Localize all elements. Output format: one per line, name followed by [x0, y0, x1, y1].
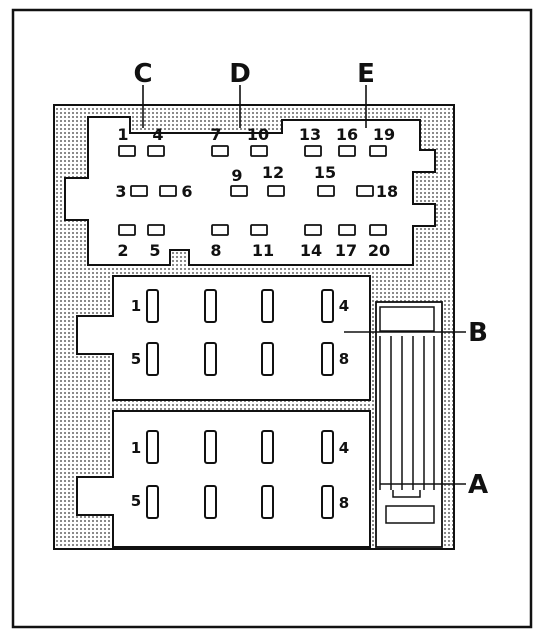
block-b-label-4: 4: [339, 297, 349, 315]
pin-label-6: 6: [181, 182, 192, 201]
pin-label-14: 14: [300, 241, 322, 260]
pin-label-4: 4: [152, 125, 163, 144]
pin-label-5: 5: [149, 241, 160, 260]
label-c: C: [133, 59, 152, 89]
pin-label-17: 17: [335, 241, 357, 260]
pin-label-13: 13: [299, 125, 321, 144]
label-b: B: [468, 318, 488, 348]
side-latch: [375, 301, 443, 548]
block-b-label-1: 1: [131, 297, 141, 315]
pin-label-20: 20: [368, 241, 390, 260]
label-e: E: [357, 59, 375, 89]
block-b-label-8: 8: [339, 350, 349, 368]
block-b-terminals: [146, 289, 334, 376]
pin-label-10: 10: [247, 125, 269, 144]
block-a-label-1: 1: [131, 439, 141, 457]
pin-label-19: 19: [373, 125, 395, 144]
pin-label-9: 9: [231, 166, 242, 185]
pin-label-2: 2: [117, 241, 128, 260]
block-a-label-5: 5: [131, 492, 141, 510]
pin-label-8: 8: [210, 241, 221, 260]
top-pin-sockets: [118, 145, 387, 236]
leader-lines: [142, 85, 466, 485]
block-a-terminals: [146, 430, 334, 519]
pin-label-7: 7: [210, 125, 221, 144]
pin-label-12: 12: [262, 163, 284, 182]
label-a: A: [468, 470, 488, 500]
block-b-label-5: 5: [131, 350, 141, 368]
label-d: D: [229, 59, 251, 89]
pin-label-11: 11: [252, 241, 274, 260]
pin-label-15: 15: [314, 163, 336, 182]
pin-label-1: 1: [117, 125, 128, 144]
pin-label-16: 16: [336, 125, 358, 144]
pin-label-18: 18: [376, 182, 398, 201]
block-a-label-4: 4: [339, 439, 349, 457]
block-a-label-8: 8: [339, 494, 349, 512]
pin-label-3: 3: [115, 182, 126, 201]
